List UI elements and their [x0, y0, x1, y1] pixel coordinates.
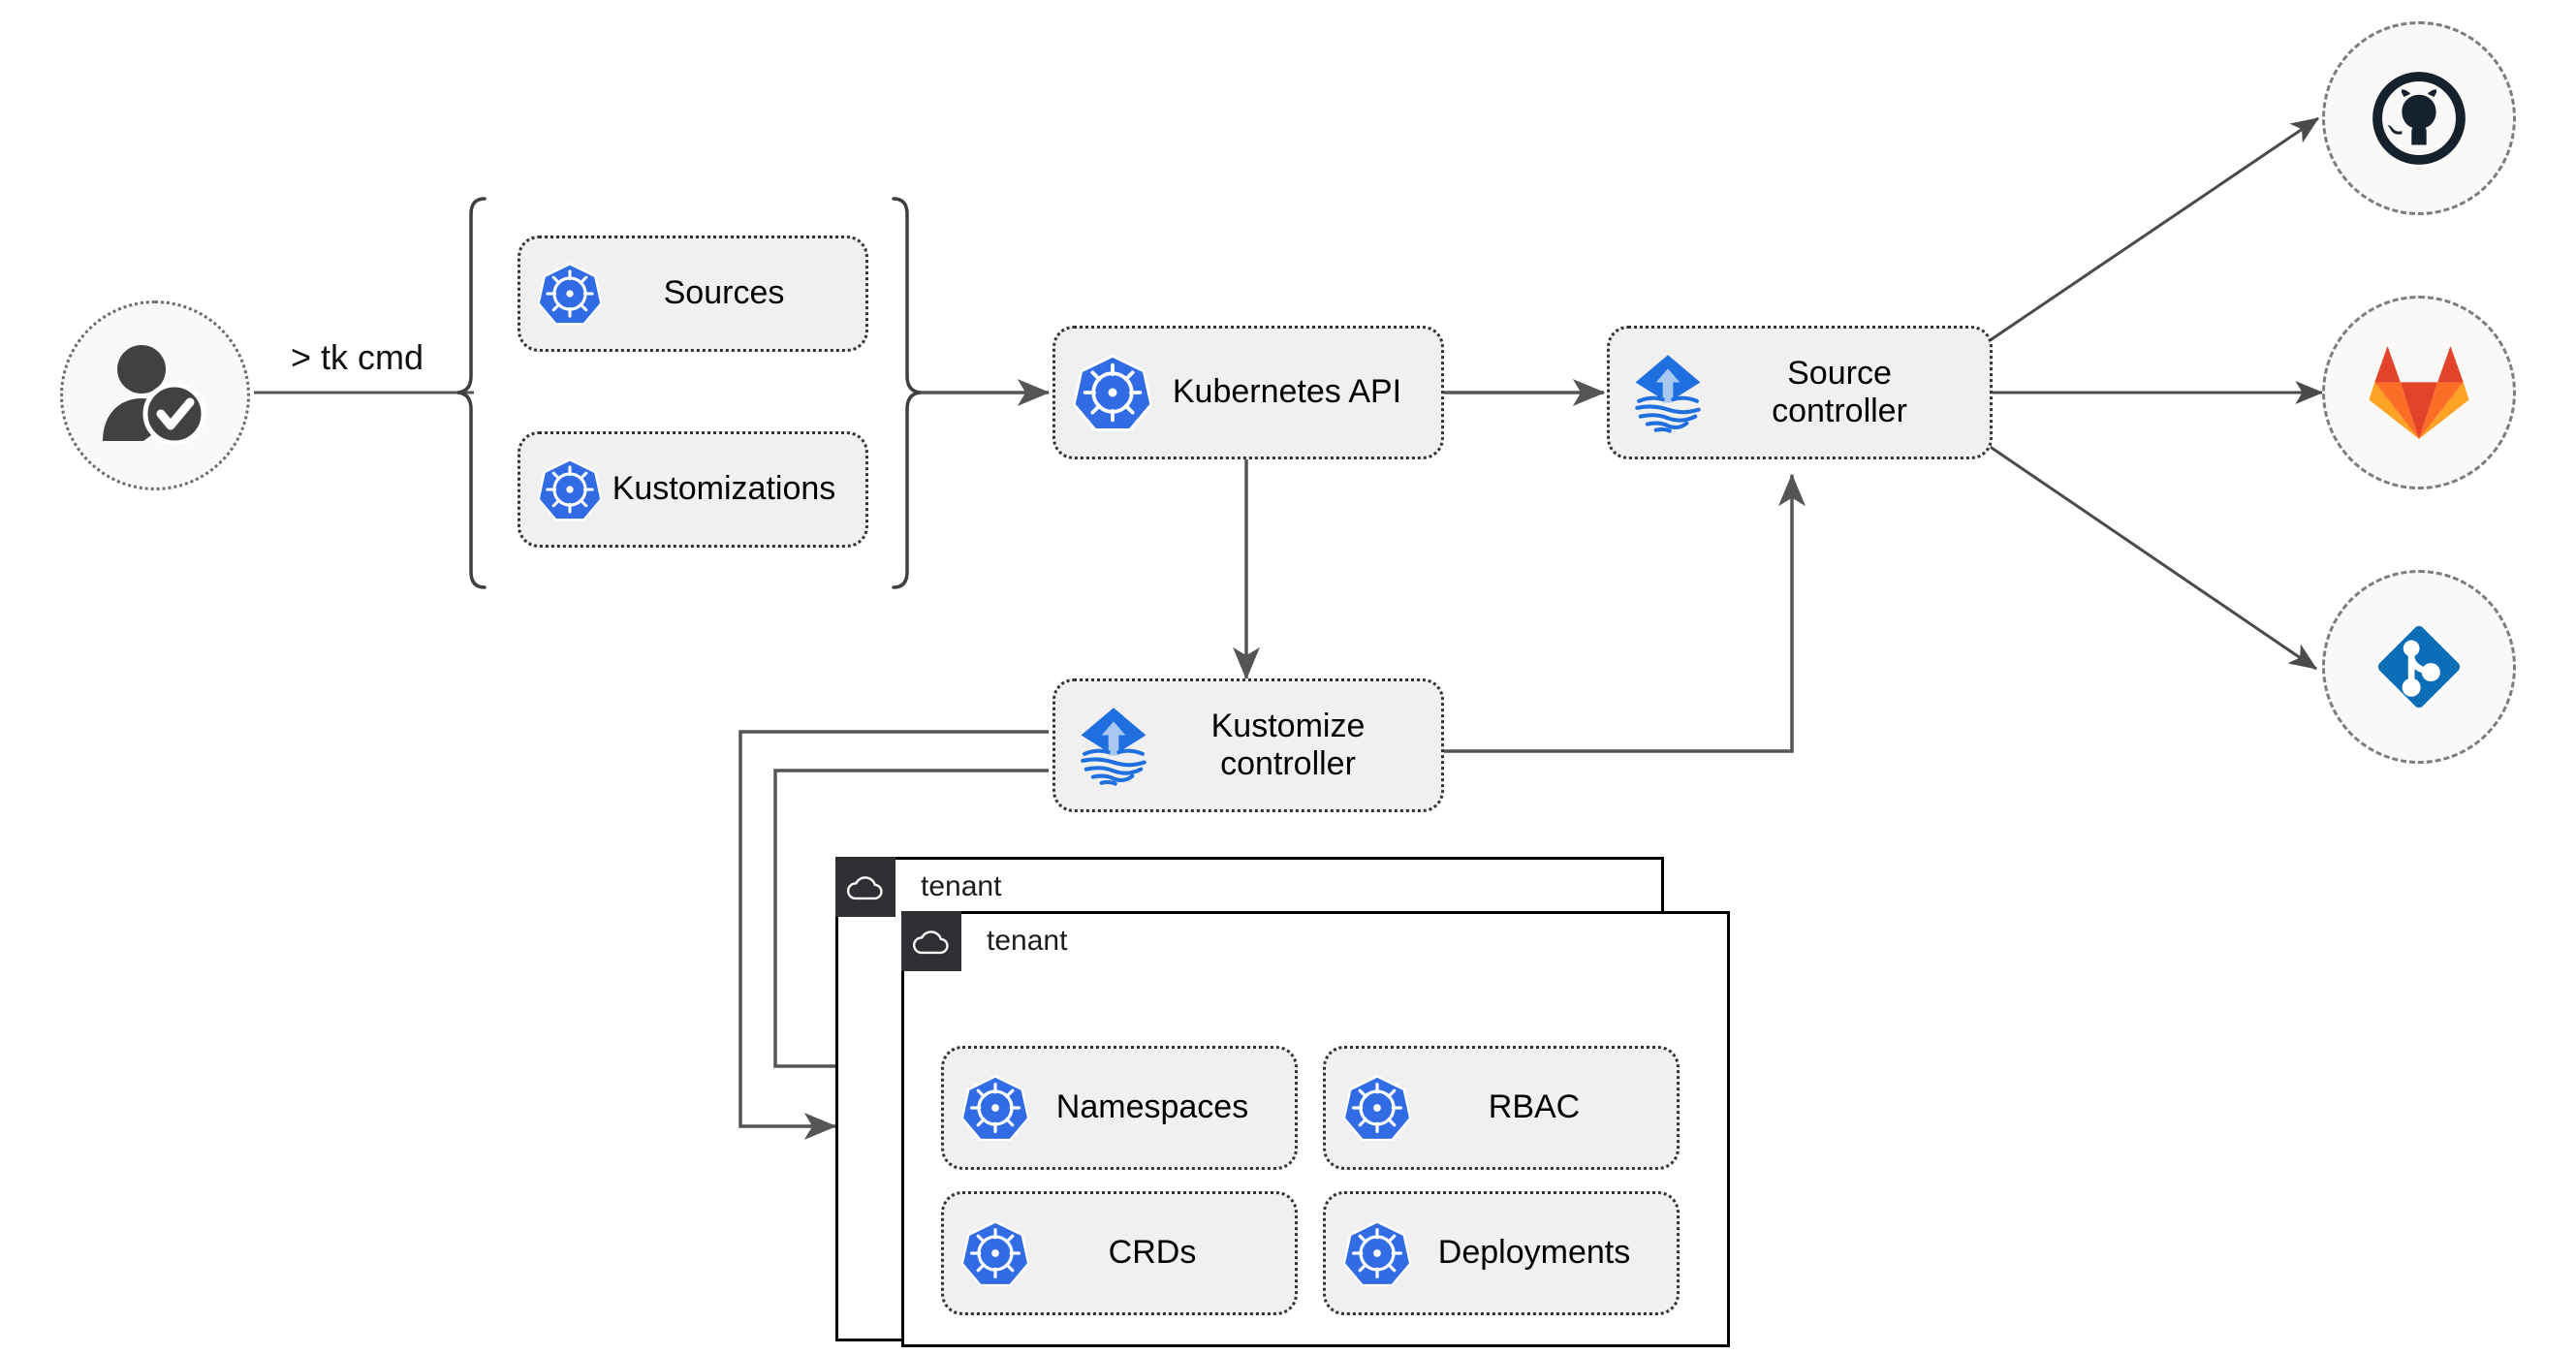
kubernetes-icon: [960, 1219, 1030, 1287]
resources-brace-left: [456, 197, 487, 589]
flux-icon: [1635, 355, 1701, 433]
tenant-tab: tenant: [835, 857, 1001, 917]
tenant-tab: tenant: [901, 911, 1067, 971]
kustomize-controller-node[interactable]: Kustomize controller: [1052, 678, 1444, 812]
kubernetes-icon: [1072, 354, 1153, 431]
tenant-resource-rbac[interactable]: RBAC: [1323, 1046, 1680, 1170]
connector-kustomize-to-source: [1443, 473, 1806, 753]
tenant-title: tenant: [987, 925, 1068, 957]
resource-box-kustomizations[interactable]: Kustomizations: [518, 431, 868, 548]
connector-source-to-azure: [1988, 444, 2317, 671]
tenant-title: tenant: [921, 870, 1002, 902]
github-icon: [2372, 72, 2466, 165]
connector-source-to-github: [1988, 116, 2319, 343]
tenant-resource-crds[interactable]: CRDs: [941, 1191, 1298, 1315]
kubernetes-icon: [1342, 1074, 1412, 1142]
kubernetes-api-node[interactable]: Kubernetes API: [1052, 326, 1444, 459]
flux-icon: [1081, 708, 1147, 786]
source-controller-node[interactable]: Source controller: [1607, 326, 1993, 459]
kubernetes-icon: [537, 457, 603, 521]
user-check-icon: [103, 345, 206, 446]
kubernetes-api-label: Kubernetes API: [1172, 373, 1402, 411]
tenant-resource-label: CRDs: [1108, 1234, 1197, 1272]
kubernetes-icon: [1342, 1219, 1412, 1287]
tenant-resource-namespaces[interactable]: Namespaces: [941, 1046, 1298, 1170]
kubernetes-icon: [960, 1074, 1030, 1142]
resource-label: Sources: [663, 274, 785, 312]
tenant-resource-label: Namespaces: [1055, 1088, 1249, 1126]
cloud-icon: [835, 857, 895, 917]
kustomize-controller-label: Kustomize controller: [1210, 707, 1366, 782]
source-controller-label: Source controller: [1772, 354, 1907, 429]
tenant-resource-label: Deployments: [1437, 1234, 1631, 1272]
command-label: > tk cmd: [291, 337, 424, 377]
resource-box-sources[interactable]: Sources: [518, 236, 868, 352]
gitlab-icon: [2369, 346, 2469, 439]
actor-avatar: [60, 300, 250, 490]
tenant-resource-deployments[interactable]: Deployments: [1323, 1191, 1680, 1315]
tenant-resource-label: RBAC: [1488, 1088, 1581, 1126]
kubernetes-icon: [537, 262, 603, 326]
resource-label: Kustomizations: [612, 470, 836, 508]
tenant-window-2[interactable]: tenant Namespaces: [901, 911, 1730, 1347]
git-provider-github[interactable]: [2322, 21, 2516, 215]
resources-brace-right: [892, 197, 922, 589]
azure-devops-icon: [2377, 625, 2461, 709]
git-provider-gitlab[interactable]: [2322, 296, 2516, 489]
git-provider-azure-devops[interactable]: [2322, 570, 2516, 764]
cloud-icon: [901, 911, 961, 971]
